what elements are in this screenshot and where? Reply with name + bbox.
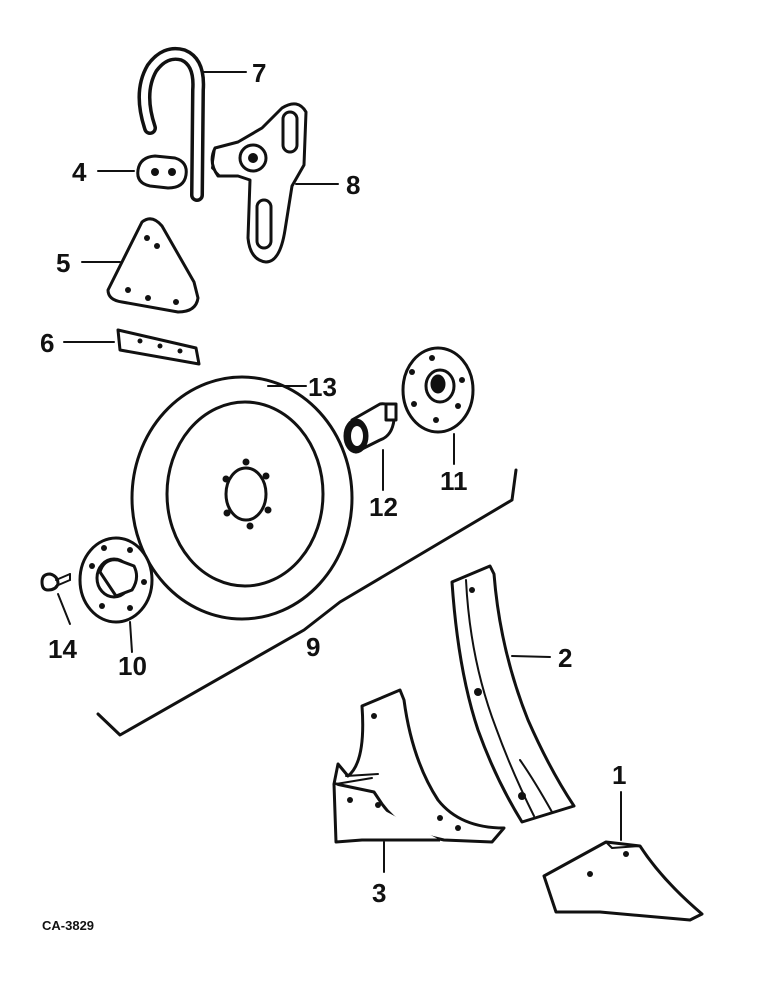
part-4-link (136, 154, 188, 190)
callout-13-label: 13 (308, 372, 337, 402)
callout-9-label: 9 (306, 632, 320, 662)
callout-12: 12 (369, 449, 398, 522)
callout-8-label: 8 (346, 170, 360, 200)
callout-3: 3 (372, 841, 386, 908)
part-7-hook-rod (137, 46, 206, 202)
callout-11-label: 11 (440, 466, 468, 496)
callout-4-label: 4 (72, 157, 87, 187)
callout-3-label: 3 (372, 878, 386, 908)
callout-13: 13 (267, 372, 337, 402)
callout-7: 7 (202, 58, 266, 88)
callout-1: 1 (612, 760, 626, 841)
part-1-point (542, 840, 704, 922)
part-12-spacer (343, 402, 398, 454)
figure-id: CA-3829 (42, 918, 94, 933)
callout-1-label: 1 (612, 760, 626, 790)
callout-2: 2 (511, 643, 572, 673)
callout-5: 5 (56, 248, 121, 278)
callout-12-label: 12 (369, 492, 398, 522)
callout-10-label: 10 (118, 651, 147, 681)
callout-6: 6 (40, 328, 115, 358)
part-13-disc (130, 375, 354, 621)
callout-14-label: 14 (48, 634, 77, 664)
callout-7-label: 7 (252, 58, 266, 88)
part-5-triangular-plate (106, 217, 200, 314)
callout-14: 14 (48, 593, 77, 664)
callout-9: 9 (306, 632, 320, 662)
part-3-boot-shank (332, 688, 506, 844)
callout-6-label: 6 (40, 328, 54, 358)
part-2-curved-shank (450, 564, 576, 824)
callout-5-label: 5 (56, 248, 70, 278)
part-10-hub-flange (78, 536, 154, 624)
part-11-hub-flange (401, 346, 475, 434)
assembly-9-bracket (96, 468, 518, 737)
part-8-bracket (210, 102, 308, 264)
part-6-strap (116, 328, 201, 366)
callout-2-label: 2 (558, 643, 572, 673)
callout-10: 10 (118, 621, 147, 681)
callout-4: 4 (72, 157, 135, 187)
callout-11: 11 (440, 433, 468, 496)
part-14-bolt (40, 572, 71, 592)
callout-8: 8 (295, 170, 360, 200)
